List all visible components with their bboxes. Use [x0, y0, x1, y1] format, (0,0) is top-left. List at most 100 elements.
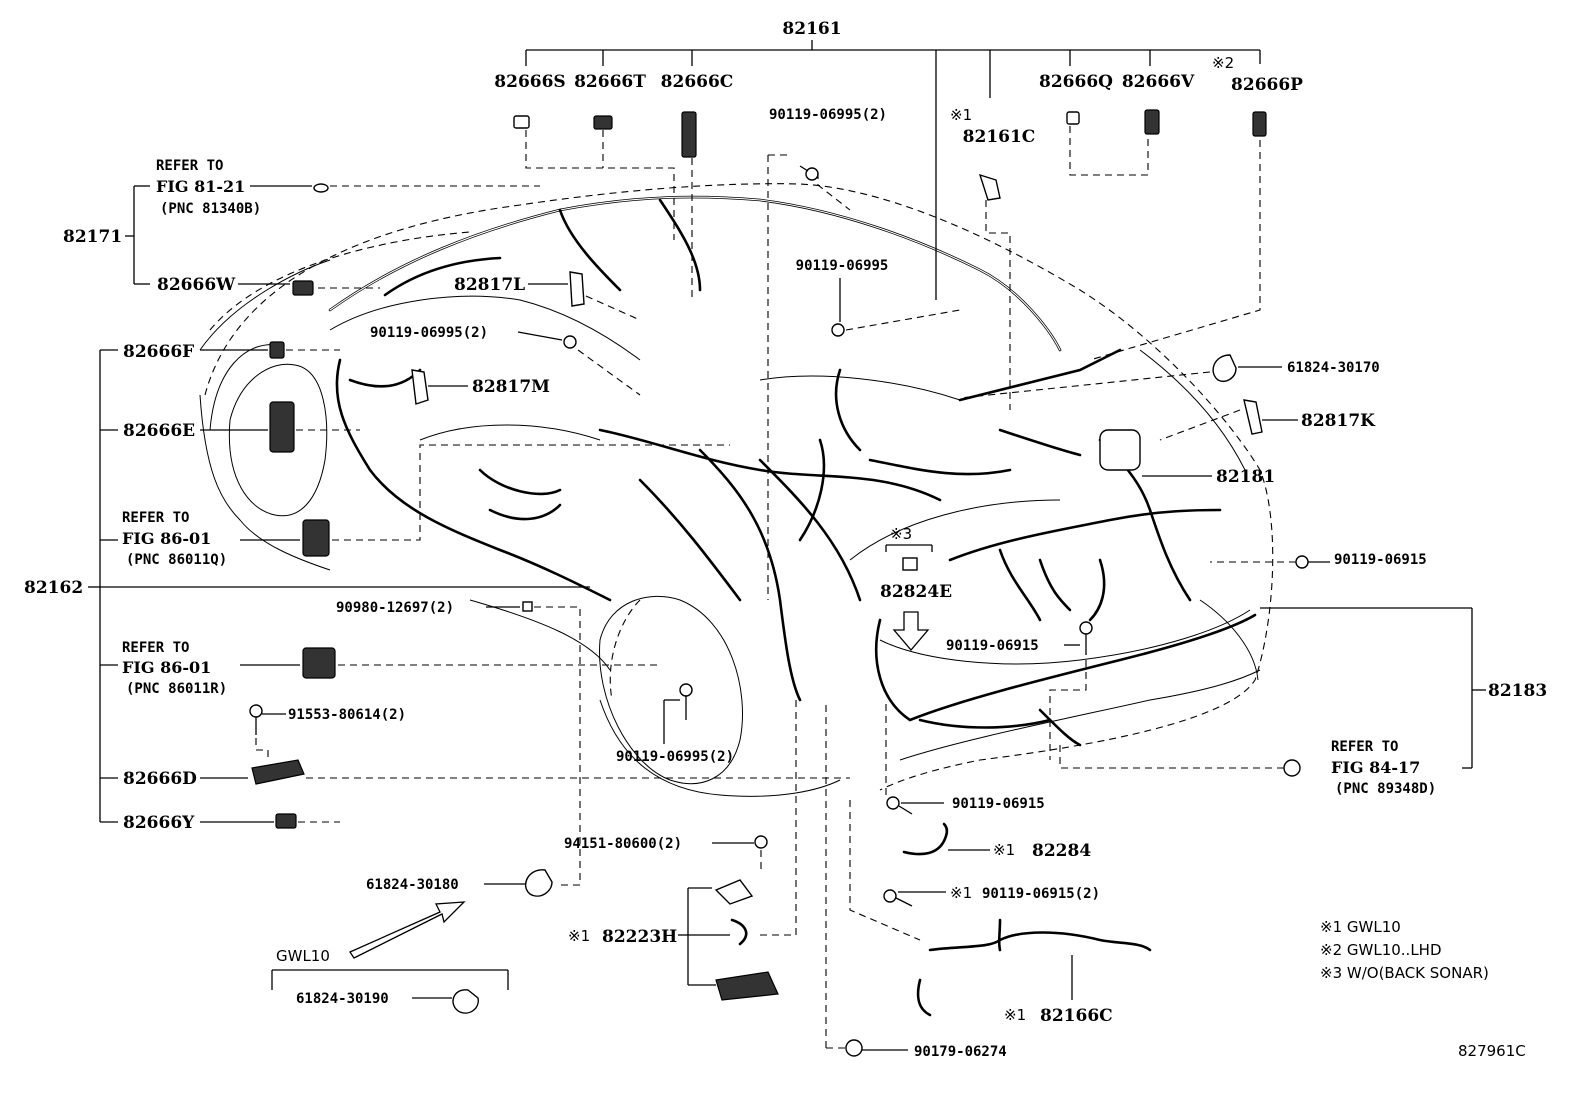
bolt-90119-06915-lower	[886, 796, 913, 815]
label-82666y: 82666Y	[123, 813, 195, 833]
harness-floor-center	[598, 368, 1012, 702]
ref1-line3: (PNC 81340B)	[160, 201, 261, 217]
connector-82666d	[251, 759, 305, 785]
bracket-82223h	[714, 879, 779, 1001]
grommet-61824-30170	[1212, 354, 1237, 382]
label-82181: 82181	[1216, 467, 1275, 487]
label-82817m: 82817M	[472, 377, 550, 397]
ref2-line2: FIG 86-01	[122, 529, 211, 548]
sensor-82824e	[902, 557, 918, 571]
label-82666t: 82666T	[574, 72, 646, 92]
label-82161: 82161	[782, 19, 841, 39]
junction-82181	[1099, 429, 1141, 471]
ref4-line3: (PNC 89348D)	[1335, 781, 1436, 797]
label-82666q: 82666Q	[1039, 72, 1113, 92]
label-82161c: 82161C	[963, 127, 1036, 147]
label-82183: 82183	[1488, 681, 1547, 701]
connector-82666c	[681, 111, 697, 158]
ref3-line3: (PNC 86011R)	[126, 681, 227, 697]
clip-90980-12697	[522, 601, 533, 612]
label-82666d: 82666D	[123, 769, 197, 789]
connector-82666e	[269, 401, 295, 453]
connector-82666y	[275, 813, 297, 829]
bolt-90119-06995-top	[799, 165, 819, 181]
label-82666c: 82666C	[661, 72, 734, 92]
ref4-line1: REFER TO	[1331, 739, 1398, 755]
grommet-61824-30180	[525, 869, 553, 897]
label-82171: 82171	[63, 227, 122, 247]
legend-note2: ※2 GWL10..LHD	[1320, 941, 1442, 959]
ref2-line3: (PNC 86011Q)	[126, 552, 227, 568]
note1-82223h: ※1	[568, 927, 590, 945]
label-82666p: 82666P	[1231, 75, 1303, 95]
label-94151-80600-2: 94151-80600(2)	[564, 836, 682, 852]
note1-82284: ※1	[993, 841, 1015, 859]
bracket-82817k	[1243, 399, 1263, 435]
ref3-line1: REFER TO	[122, 640, 189, 656]
label-82284: 82284	[1032, 841, 1091, 861]
label-82666e: 82666E	[123, 421, 195, 441]
bolt-90119-06915-center	[1079, 621, 1093, 655]
legend-note3: ※3 W/O(BACK SONAR)	[1320, 964, 1489, 982]
label-90119-06915-right: 90119-06915	[1334, 552, 1427, 568]
label-61824-30180: 61824-30180	[366, 877, 459, 893]
label-91553-80614-2: 91553-80614(2)	[288, 707, 406, 723]
label-82666f: 82666F	[123, 342, 194, 362]
grommet-ref-81340b	[313, 183, 329, 193]
label-82666s: 82666S	[494, 72, 565, 92]
connector-82666s	[513, 115, 530, 129]
label-61824-30170: 61824-30170	[1287, 360, 1380, 376]
bolt-91553-80614	[249, 704, 263, 735]
ref1-line2: FIG 81-21	[156, 177, 245, 196]
car-body-outline	[199, 183, 1274, 797]
label-82824e: 82824E	[880, 582, 952, 602]
connector-82666v	[1144, 109, 1160, 135]
grommet-ref-89348d	[1283, 759, 1301, 777]
label-82162: 82162	[24, 578, 83, 598]
label-90119-06915-2: 90119-06915(2)	[982, 886, 1100, 902]
harness-roof	[328, 195, 1062, 352]
label-82666v: 82666V	[1122, 72, 1195, 92]
ref4-line2: FIG 84-17	[1331, 758, 1420, 777]
note2-82666p: ※2	[1212, 54, 1234, 72]
label-90119-06995-2-left: 90119-06995(2)	[370, 325, 488, 341]
connector-82666t	[593, 115, 613, 130]
bracket-82817l	[569, 271, 585, 307]
diagram-id: 827961C	[1458, 1042, 1526, 1060]
clip-90179-06274	[845, 1039, 863, 1057]
bracket-ref-86011q	[302, 519, 330, 557]
label-90119-06995-2-bottom: 90119-06995(2)	[616, 749, 734, 765]
harness-front-bumper	[874, 613, 1257, 747]
label-82817k: 82817K	[1301, 411, 1376, 431]
nut-94151-80600	[754, 835, 768, 849]
label-61824-30190: 61824-30190	[296, 991, 389, 1007]
bolt-90119-06995-mid	[831, 323, 845, 337]
harness-82166c	[916, 918, 1152, 1017]
ref1-line1: REFER TO	[156, 158, 223, 174]
ref2-line1: REFER TO	[122, 510, 189, 526]
harness-left-side	[335, 358, 612, 602]
connector-82666q	[1066, 111, 1080, 125]
harness-engine-bay	[948, 438, 1222, 622]
leader-lines	[88, 40, 1486, 1051]
label-90179-06274: 90179-06274	[914, 1044, 1007, 1060]
bracket-82817m	[411, 369, 429, 405]
harness-82284	[902, 822, 949, 856]
harness-engine-right	[958, 348, 1122, 457]
connector-82666f	[269, 341, 285, 359]
note3-82824e: ※3	[890, 525, 912, 543]
note1-82166c: ※1	[1004, 1006, 1026, 1024]
label-90119-06915-center: 90119-06915	[946, 638, 1039, 654]
legend-note1: ※1 GWL10	[1320, 918, 1401, 936]
bracket-ref-86011r	[302, 647, 336, 679]
label-90119-06995-2-top: 90119-06995(2)	[769, 107, 887, 123]
bolt-90119-06915-right	[1295, 555, 1330, 569]
note1-82161c: ※1	[950, 106, 972, 124]
bolt-90119-06915-2	[883, 889, 913, 907]
label-82817l: 82817L	[454, 275, 525, 295]
note1-90119-06915-2: ※1	[950, 884, 972, 902]
clamp-82161c	[978, 173, 1001, 201]
label-90119-06995-mid: 90119-06995	[796, 258, 889, 274]
bolt-90119-06995-bottom	[679, 683, 693, 720]
